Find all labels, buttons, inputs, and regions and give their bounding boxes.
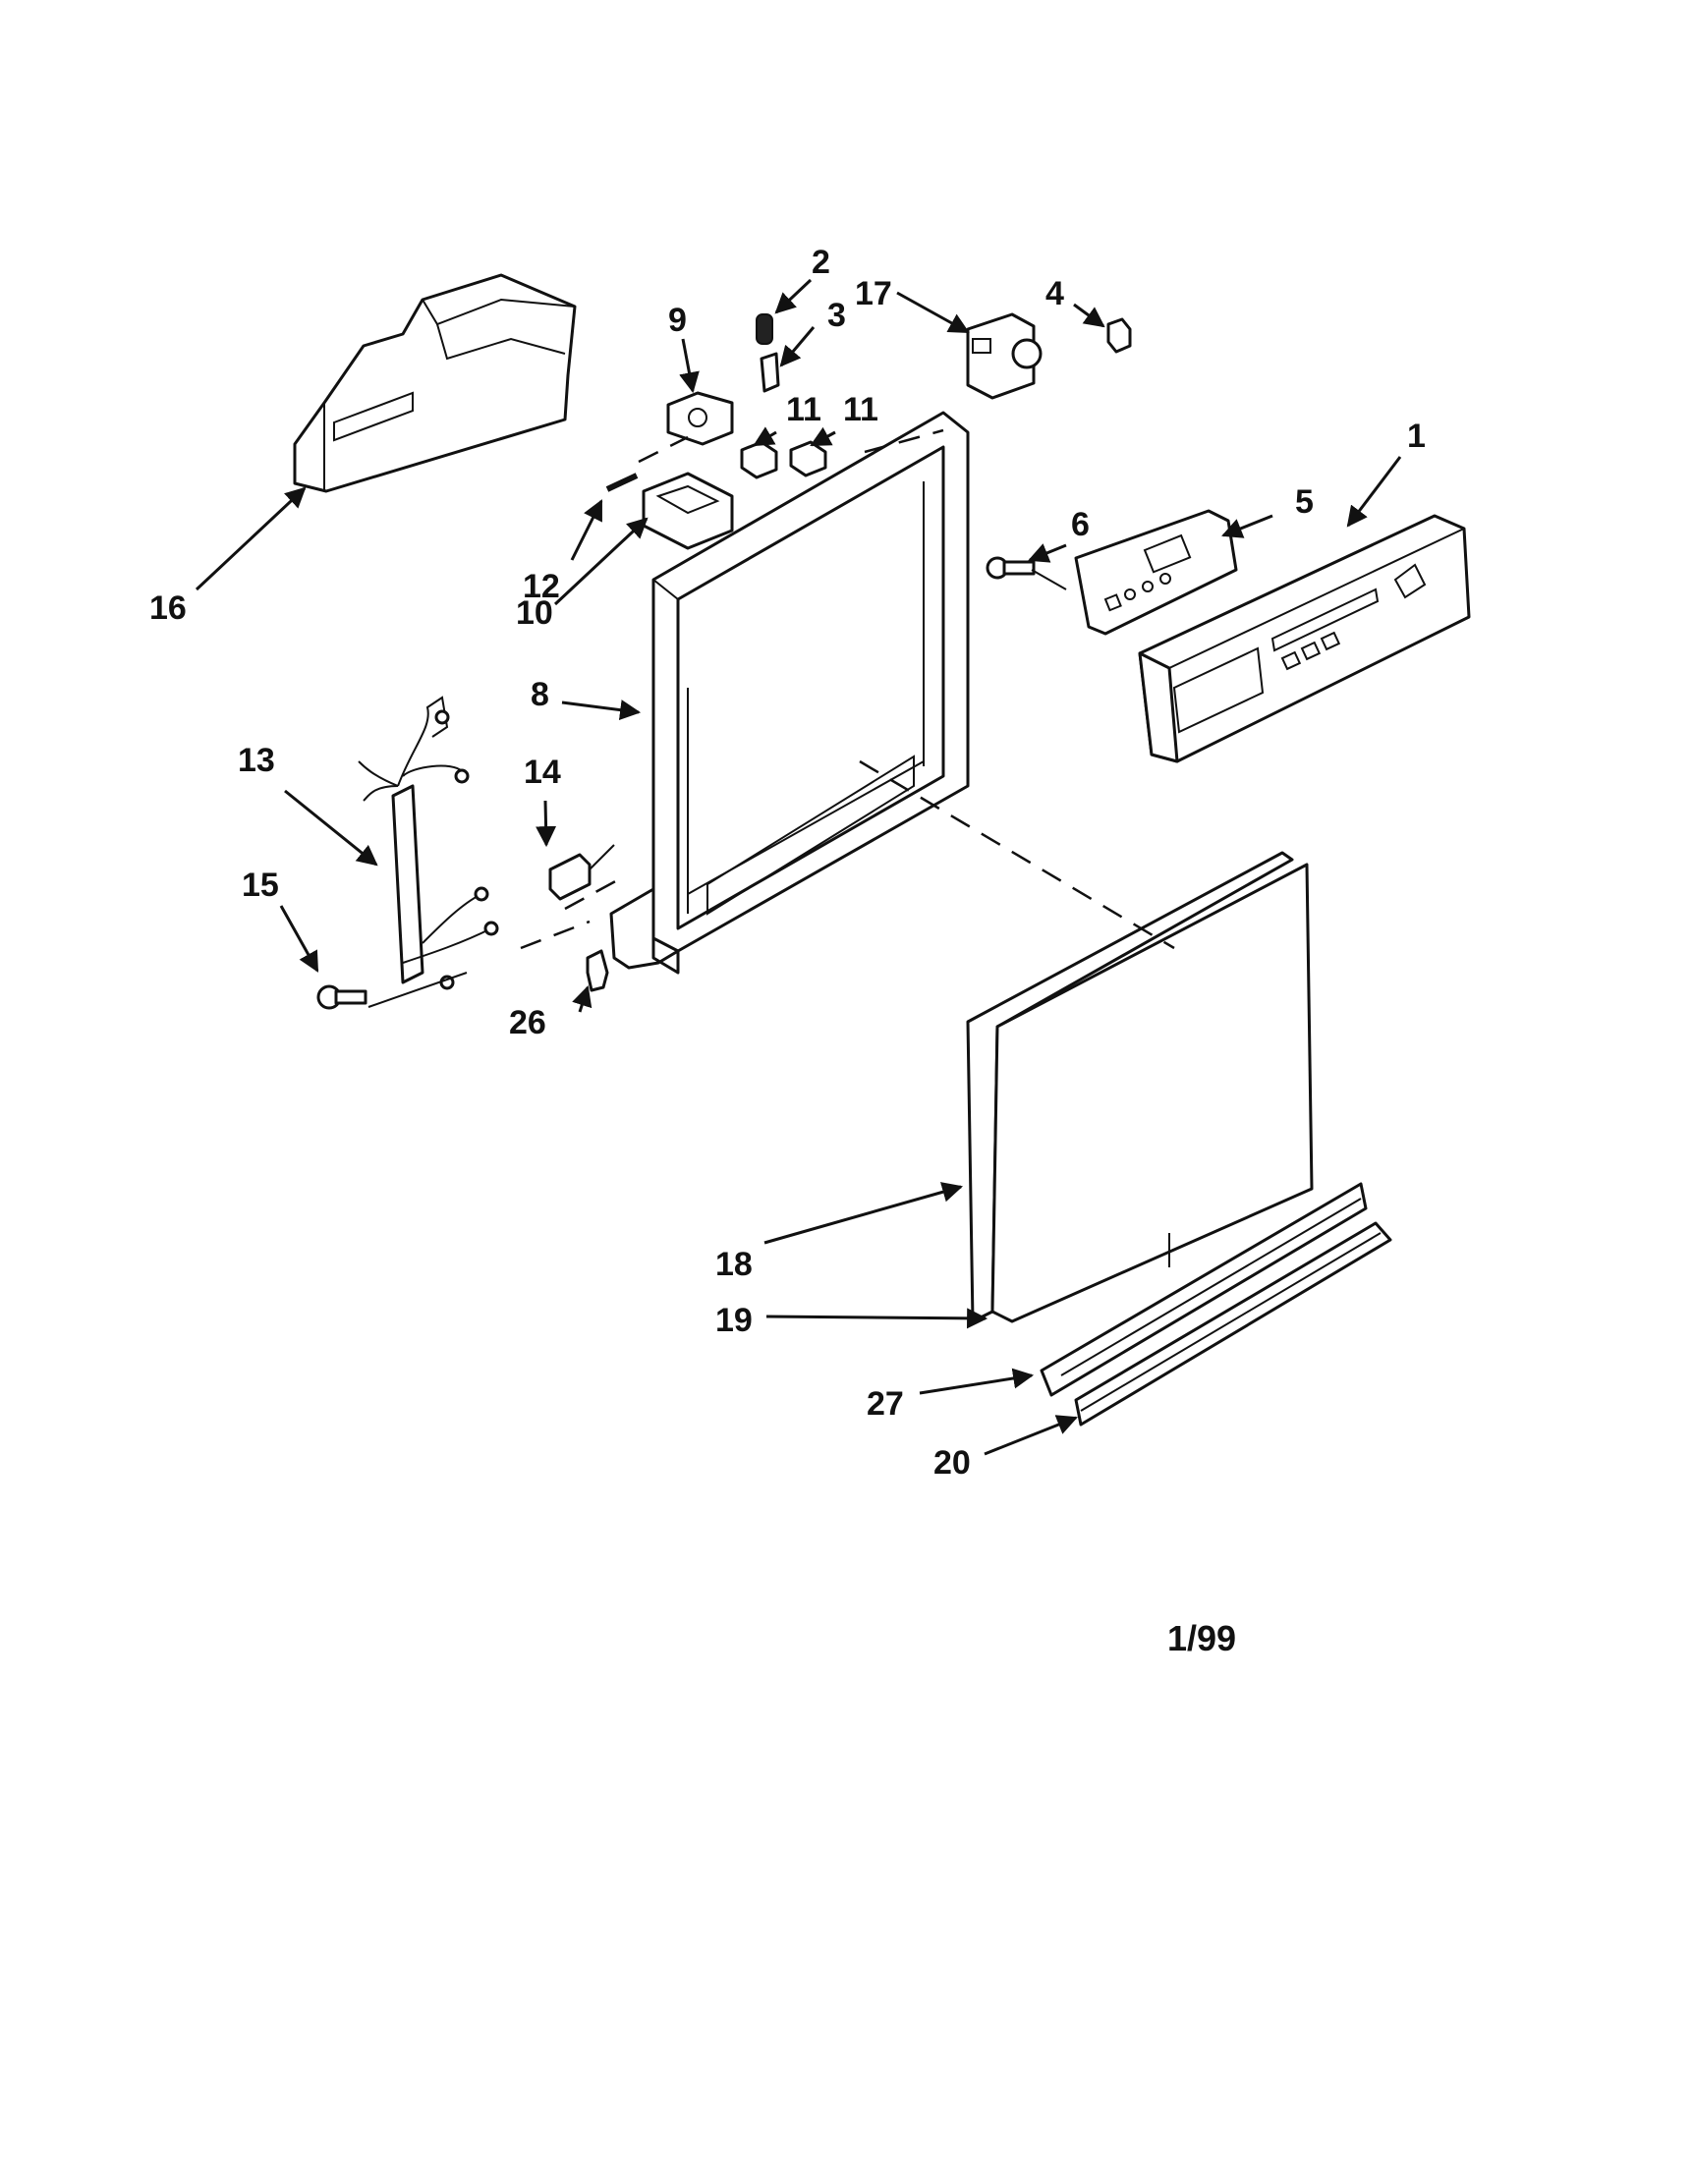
callout-26: 26 (509, 1004, 546, 1041)
trim-strip-part (1040, 1182, 1368, 1397)
callout-labels: 1 2 3 4 5 6 8 9 10 11 11 12 13 14 15 16 … (149, 244, 1426, 1482)
latch-part (666, 391, 734, 446)
callout-13: 13 (238, 742, 275, 779)
bracket-part (586, 949, 609, 992)
callout-9: 9 (668, 302, 687, 339)
callout-6: 6 (1071, 506, 1090, 543)
latch-base-part (642, 472, 734, 550)
revision-code: 1/99 (1167, 1618, 1236, 1658)
callout-1: 1 (1407, 418, 1426, 455)
callout-12: 12 (523, 568, 560, 605)
screw-part-b (316, 984, 367, 1010)
callout-27: 27 (867, 1385, 904, 1423)
callout-14: 14 (524, 754, 561, 791)
small-clip-part (1106, 317, 1132, 354)
pin-part (605, 473, 639, 492)
wire-harness-part (358, 696, 499, 990)
callout-3: 3 (827, 297, 846, 334)
callout-18: 18 (715, 1246, 753, 1283)
spring-part (756, 313, 773, 345)
door-frame-part (609, 411, 970, 975)
callout-4: 4 (1045, 275, 1064, 312)
alignment-lines (367, 428, 1175, 1267)
callout-10: 10 (516, 594, 553, 632)
callout-16: 16 (149, 589, 187, 627)
callout-11a: 11 (786, 391, 821, 428)
switch-part (966, 312, 1043, 400)
leader-lines (195, 278, 1402, 1456)
block-part-a (740, 440, 778, 479)
screw-part-a (986, 556, 1036, 580)
clip-part (760, 352, 780, 393)
control-panel-part (1138, 514, 1471, 763)
vent-housing-part (293, 273, 577, 493)
callout-20: 20 (933, 1444, 971, 1482)
inner-panel-part (990, 863, 1314, 1323)
callout-19: 19 (715, 1302, 753, 1339)
callout-2: 2 (812, 244, 830, 281)
callout-17: 17 (855, 275, 892, 312)
callout-8: 8 (531, 676, 549, 713)
kick-plate-part (1074, 1221, 1392, 1427)
callout-11b: 11 (843, 391, 878, 428)
connector-part (548, 844, 615, 901)
callout-15: 15 (242, 867, 279, 904)
callout-5: 5 (1295, 483, 1314, 521)
display-board-part (1074, 509, 1238, 636)
block-part-b (789, 440, 827, 477)
